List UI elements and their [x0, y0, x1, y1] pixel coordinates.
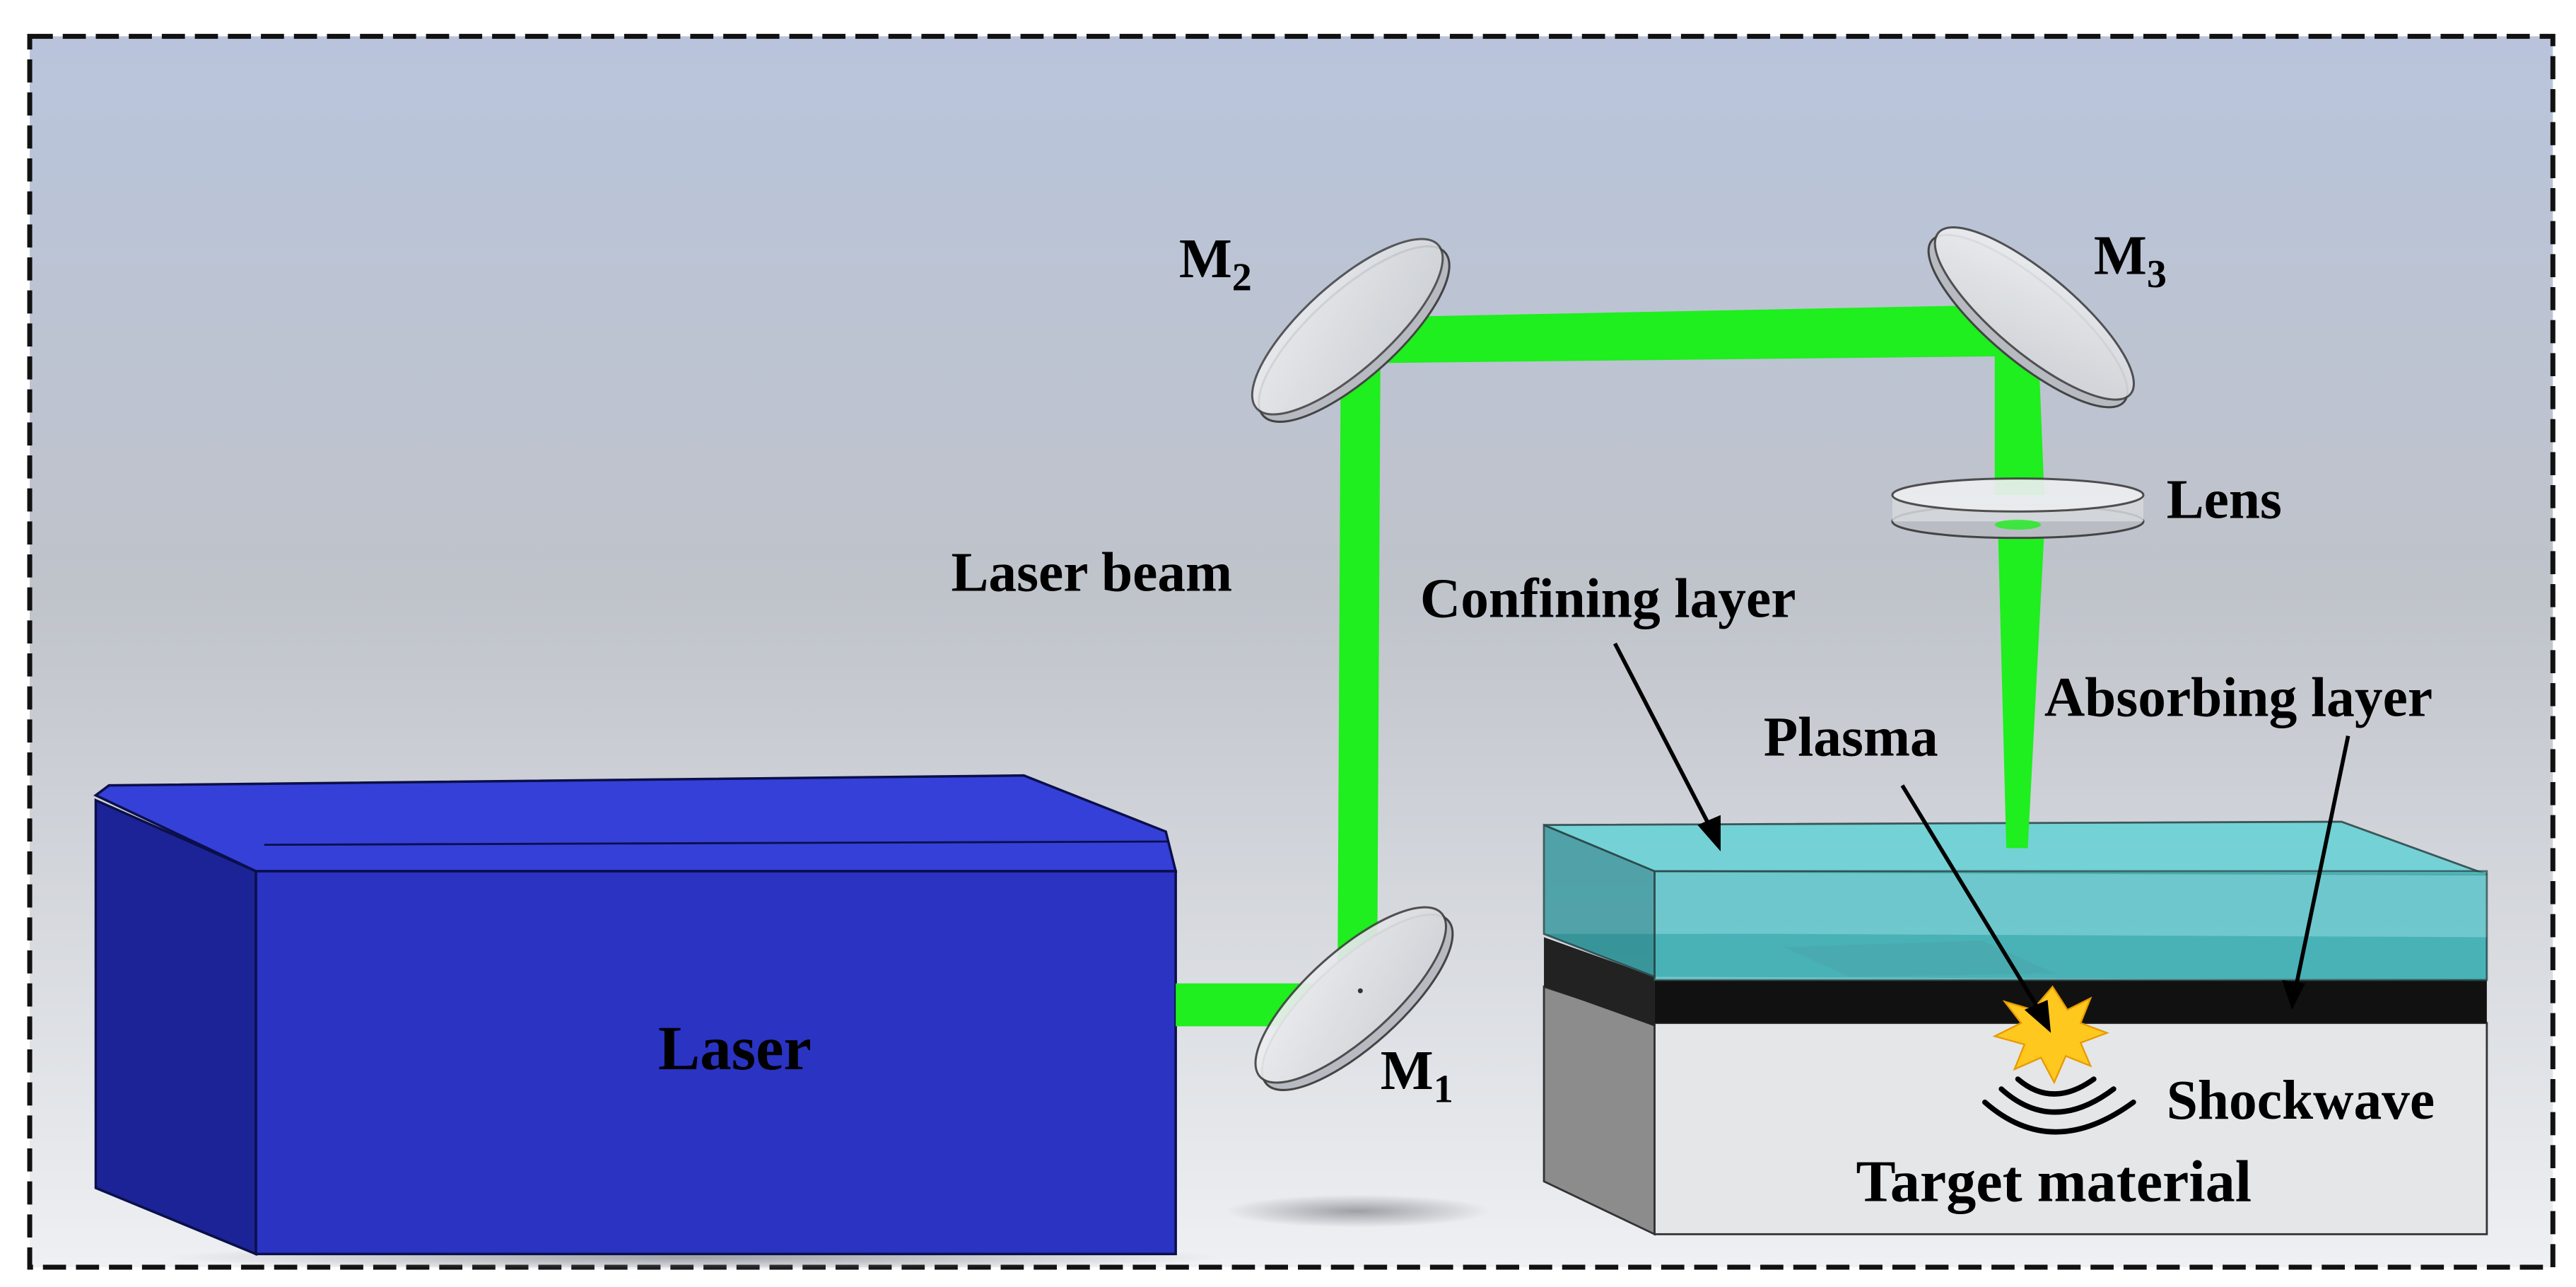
- confining-layer-arrow-line: [1613, 642, 1713, 829]
- laser-beam-label: Laser beam: [951, 541, 1232, 603]
- pointer-arrows: [1613, 642, 2350, 1033]
- mirror-m1-dot: [1357, 988, 1363, 994]
- mirror-m2-face: [1251, 238, 1444, 416]
- mirror-m1-face: [1254, 906, 1448, 1084]
- laser-box-top: [93, 774, 1178, 873]
- mirror-m2-letter: M: [1179, 228, 1232, 290]
- confining-layer-arrowhead: [1697, 815, 1721, 851]
- target-material-label: Target material: [1856, 1149, 2252, 1215]
- mirror-m3-label: M3: [2094, 224, 2167, 296]
- mirror-m1-sub: 1: [1434, 1068, 1453, 1112]
- beam-vertical: [1337, 337, 1381, 985]
- absorbing-layer-arrowhead: [2282, 980, 2305, 1010]
- confining-layer-front: [1653, 870, 2488, 982]
- lens-top: [1891, 477, 2145, 513]
- absorbing-layer-label: Absorbing layer: [2044, 667, 2432, 729]
- plasma-arrow-line: [1900, 784, 2043, 1015]
- laser-box-side: [94, 798, 257, 1256]
- confining-layer-label: Confining layer: [1420, 568, 1796, 630]
- shockwave-arcs: [1982, 1076, 2136, 1135]
- mirror-m3-sub: 3: [2147, 252, 2167, 296]
- mirror-m3-face: [1933, 226, 2136, 401]
- laser-box-top-edge: [264, 840, 1169, 846]
- laser-label: Laser: [658, 1014, 812, 1083]
- plasma-arrowhead: [2024, 1000, 2051, 1033]
- plasma-burst: [1992, 985, 2109, 1085]
- plasma-label: Plasma: [1764, 706, 1938, 769]
- shockwave-arc-2: [1998, 1086, 2117, 1115]
- beam-horizontal: [1340, 305, 2038, 363]
- dashed-frame: [27, 33, 2555, 1270]
- mirror-m2-label: M2: [1179, 228, 1252, 300]
- mirror-shadow: [1225, 1194, 1489, 1228]
- beam-focused: [1998, 531, 2044, 849]
- shockwave-arc-1: [2015, 1076, 2097, 1097]
- lens: [1891, 477, 2145, 540]
- lens-label: Lens: [2167, 469, 2282, 531]
- laser-box: Laser: [93, 774, 1178, 1256]
- mirror-m1-label: M1: [1381, 1040, 1453, 1112]
- absorbing-layer-side: [1544, 937, 1655, 1027]
- mirror-m2-sub: 2: [1232, 256, 1252, 300]
- shockwave-arc-3: [1982, 1099, 2136, 1135]
- lens-beam-spot: [1994, 520, 2042, 530]
- mirror-m3: [1927, 226, 2136, 409]
- mirror-m2: [1251, 238, 1451, 423]
- shockwave-label: Shockwave: [2167, 1069, 2435, 1131]
- absorbing-layer-arrow-line: [2293, 735, 2350, 991]
- mirror-m1: [1254, 906, 1454, 1091]
- mirror-m1-letter: M: [1381, 1040, 1434, 1102]
- mirror-m3-letter: M: [2094, 224, 2147, 286]
- laser-box-front: [254, 870, 1177, 1256]
